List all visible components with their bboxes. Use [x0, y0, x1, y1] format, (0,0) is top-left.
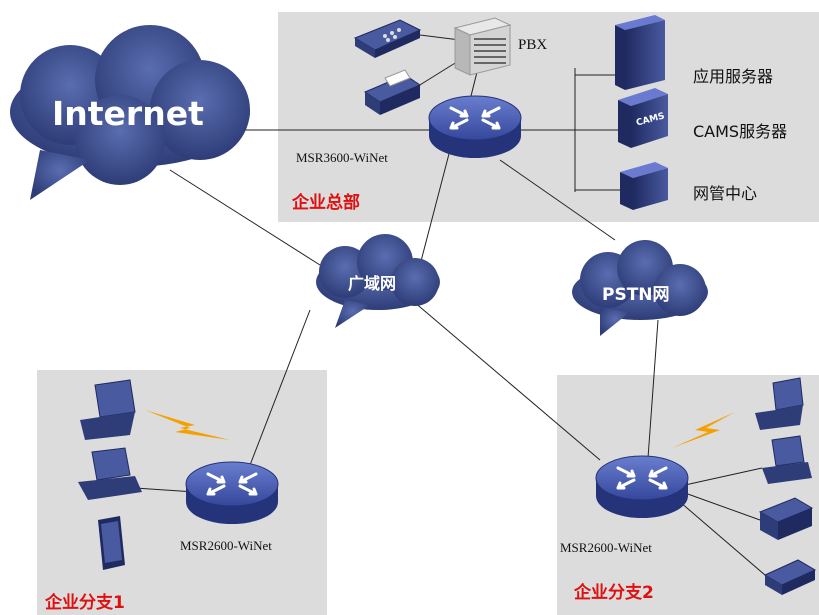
branch1-desktop-icon: [78, 447, 142, 500]
link-wan-branch2: [399, 289, 601, 461]
link-internet-wan: [169, 169, 321, 266]
branch2-desktop-icon: [762, 435, 812, 484]
branch2-fax-icon: [758, 497, 814, 540]
branch2-router-icon: [594, 454, 690, 520]
branch2-phone-icon: [763, 559, 817, 595]
internet-label: Internet: [52, 94, 204, 133]
branch1-wireless-icon: [145, 410, 230, 440]
branch1-label: 企业分支1: [45, 593, 125, 613]
fax-icon: [363, 69, 422, 115]
link-pstn-branch2: [647, 319, 659, 459]
nms-server-icon: [620, 162, 668, 210]
hq-router-icon: [427, 94, 523, 160]
nms-label: 网管中心: [693, 184, 758, 203]
pstn-label: PSTN网: [602, 285, 670, 305]
link-router2-phone: [679, 501, 766, 576]
wan-label: 广域网: [348, 274, 397, 293]
link-pc-router1: [134, 487, 196, 493]
link-router2-fax: [684, 492, 761, 521]
branch2-wireless-icon: [672, 412, 735, 448]
pstn-cloud: [572, 240, 708, 336]
branch1-router-label: MSR2600-WiNet: [180, 538, 272, 553]
branch1-router-icon: [184, 460, 280, 526]
link-fax-pbx: [414, 59, 461, 89]
hq-router-label: MSR3600-WiNet: [296, 150, 388, 165]
branch2-label: 企业分支2: [574, 583, 654, 603]
link-hq-wan: [419, 149, 451, 266]
internet-cloud: [10, 25, 250, 200]
cams-server-label: CAMS服务器: [693, 122, 788, 141]
link-router2-pc: [684, 467, 763, 486]
branch2-laptop-icon: [755, 377, 804, 430]
pbx-label: PBX: [518, 37, 548, 53]
phone-icon: [353, 19, 422, 58]
cams-server-icon: [618, 88, 668, 148]
link-phone-pbx: [419, 34, 461, 41]
app-server-icon: [615, 15, 665, 90]
branch1-laptop-icon: [80, 379, 136, 440]
pbx-icon: [453, 17, 512, 76]
hq-label: 企业总部: [292, 193, 360, 213]
links: [134, 34, 766, 576]
wan-cloud: [316, 234, 440, 328]
link-hq-pstn: [499, 159, 616, 241]
branch1-tablet-icon: [98, 516, 125, 570]
branch2-router-label: MSR2600-WiNet: [560, 540, 652, 555]
link-wan-branch1: [244, 309, 311, 479]
app-server-label: 应用服务器: [693, 67, 774, 86]
